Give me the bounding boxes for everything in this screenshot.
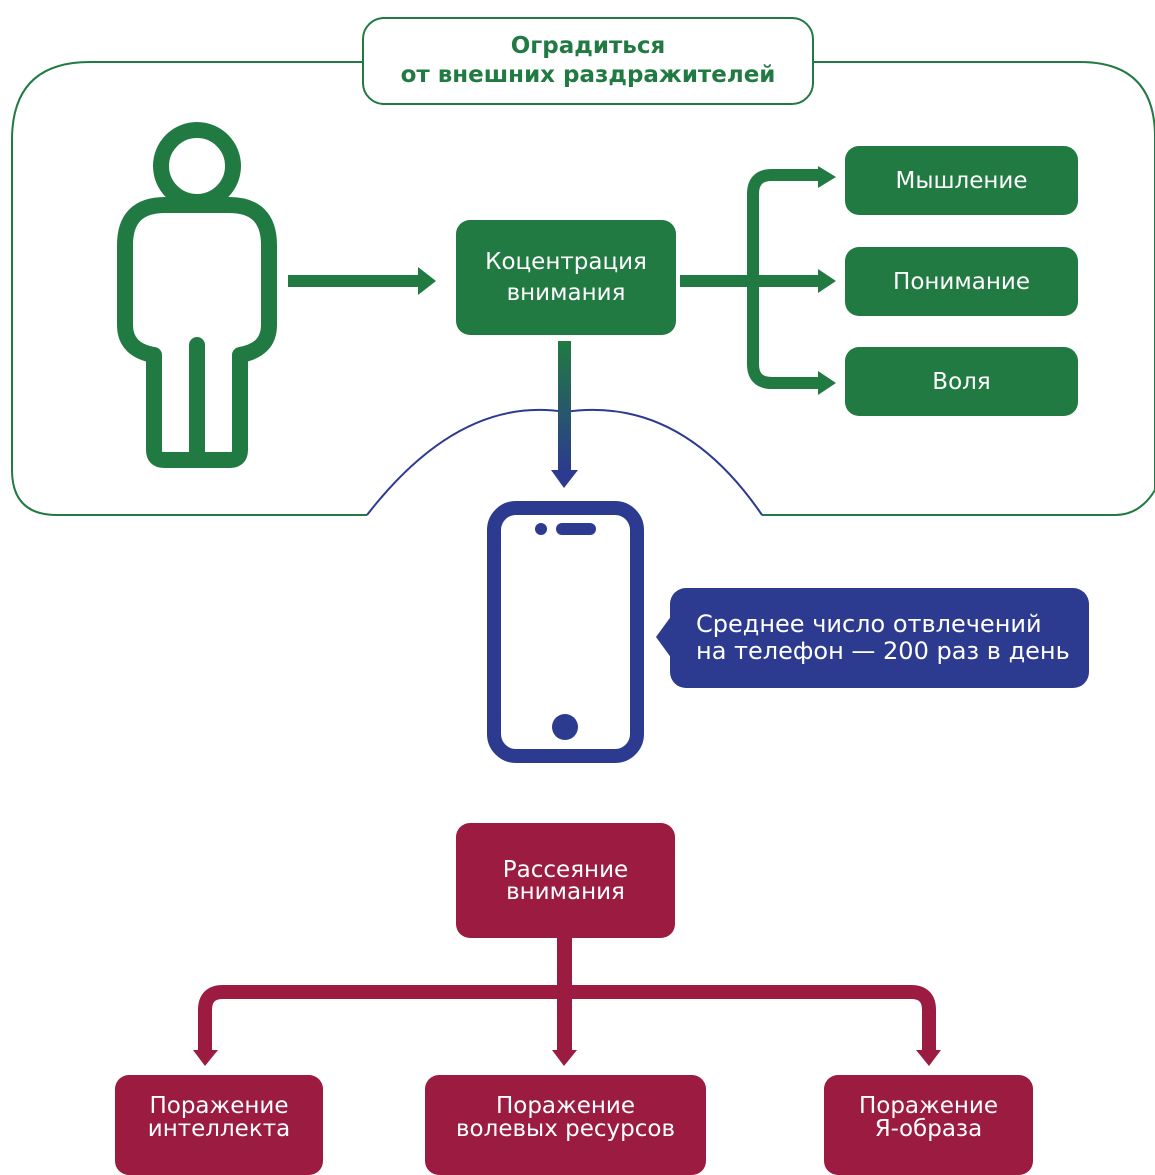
distraction-box: Рассеяние внимания: [456, 823, 675, 938]
arrow-person-to-focus: [288, 267, 436, 295]
outcome-will: Воля: [845, 347, 1078, 416]
damage-self-image: Поражение Я-образа: [824, 1075, 1033, 1175]
outcome-understanding: Понимание: [845, 247, 1078, 316]
person-icon: [117, 122, 277, 468]
damage-will-resources: Поражение волевых ресурсов: [425, 1075, 706, 1175]
branch-arrows-outcomes: [680, 166, 836, 395]
bubble-pointer: [656, 615, 672, 659]
concentration-box: Коцентрация внимания: [456, 220, 676, 335]
tree-arrows-damages: [193, 938, 941, 1066]
phone-icon: [487, 501, 644, 763]
outcome-thinking: Мышление: [845, 146, 1078, 215]
damage-intellect: Поражение интеллекта: [115, 1075, 323, 1175]
arrow-focus-to-phone: [551, 341, 578, 488]
phone-note-bubble: Среднее число отвлечений на телефон — 20…: [670, 588, 1089, 688]
outer-frame: [11, 61, 367, 516]
header-title: Оградиться от внешних раздражителей: [362, 17, 814, 105]
